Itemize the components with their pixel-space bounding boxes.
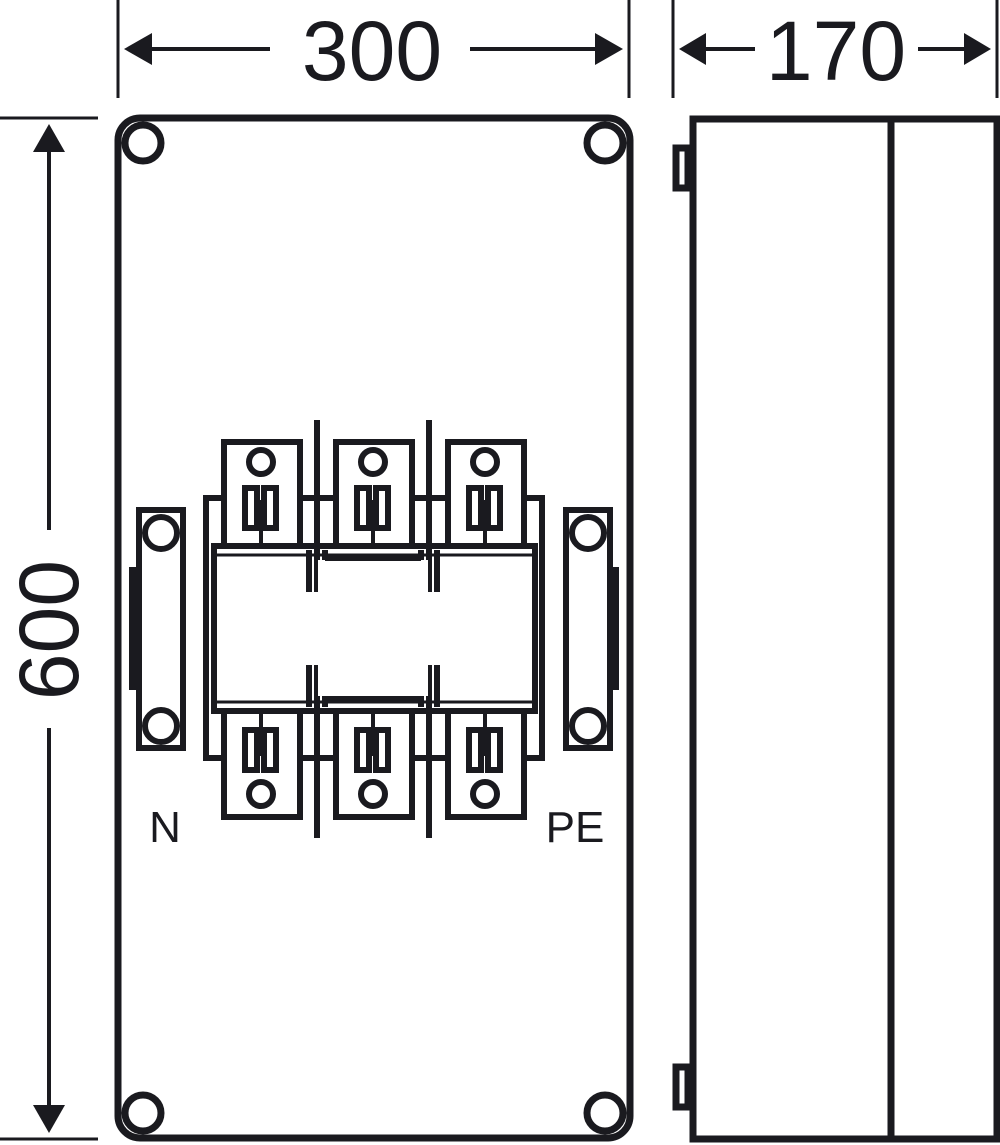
pe-terminal: [563, 507, 619, 751]
arrow-up-icon: [33, 124, 65, 152]
pole-2-bottom: [333, 708, 415, 820]
width-dimension: [116, 0, 631, 98]
arrow-right-icon: [595, 33, 623, 65]
depth-dimension: [671, 0, 999, 98]
depth-label: 170: [766, 4, 906, 98]
screw-icon: [583, 1091, 627, 1135]
arrow-right-icon: [964, 33, 991, 65]
switch-disconnector: [203, 420, 545, 838]
side-view: [672, 115, 1000, 1143]
pe-label: PE: [546, 803, 605, 852]
pole-3-top: [445, 439, 527, 549]
pole-1-bottom: [221, 708, 303, 820]
hinge-icon: [672, 144, 692, 192]
front-view: [114, 114, 634, 1142]
pole-2-top: [333, 439, 415, 549]
neutral-terminal: [129, 507, 186, 751]
height-label: 600: [2, 560, 96, 700]
arrow-down-icon: [33, 1105, 65, 1133]
width-label: 300: [302, 4, 442, 98]
hinge-icon: [672, 1063, 692, 1111]
arrow-left-icon: [679, 33, 706, 65]
pole-1-top: [221, 439, 303, 549]
screw-icon: [583, 121, 627, 165]
screw-icon: [121, 1091, 165, 1135]
height-dimension: [0, 116, 98, 1141]
screw-icon: [121, 121, 165, 165]
arrow-left-icon: [124, 33, 152, 65]
pole-3-bottom: [445, 708, 527, 820]
neutral-label: N: [149, 803, 181, 852]
